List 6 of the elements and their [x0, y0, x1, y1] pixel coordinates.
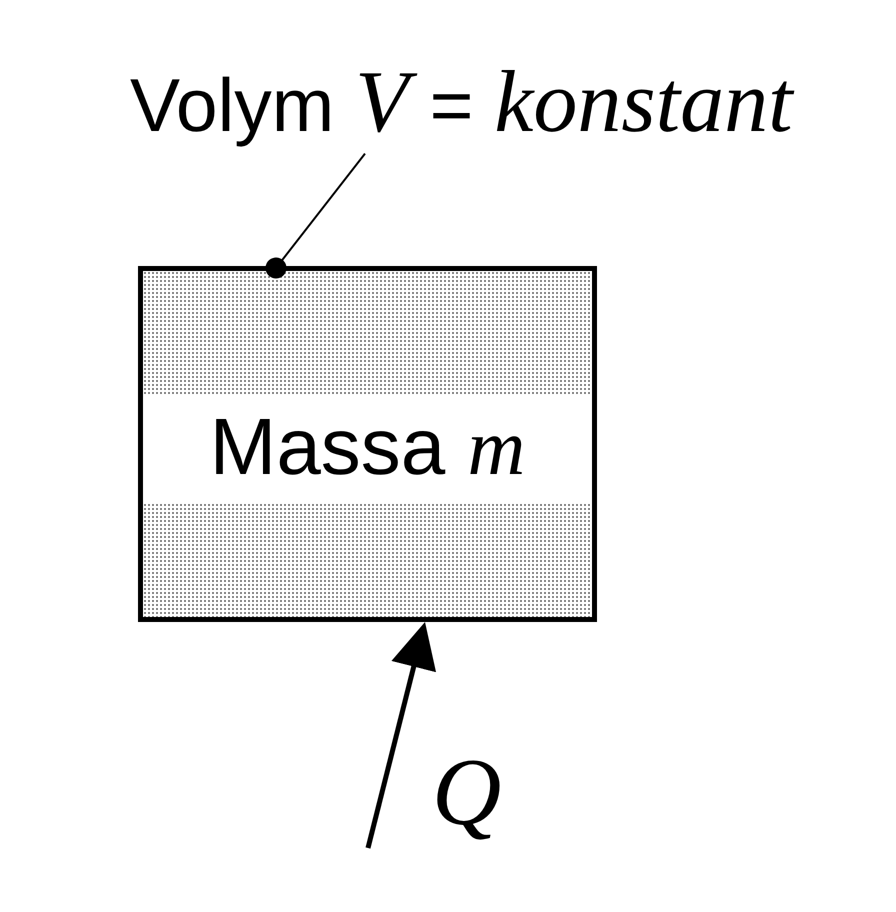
- edge-label: Q: [432, 744, 502, 840]
- annotation-label: Volym V = konstant: [130, 50, 793, 156]
- shaded-box: [138, 266, 597, 622]
- box-label: Massa m: [210, 400, 526, 494]
- leader-line: [266, 152, 366, 278]
- arrow: [366, 622, 436, 849]
